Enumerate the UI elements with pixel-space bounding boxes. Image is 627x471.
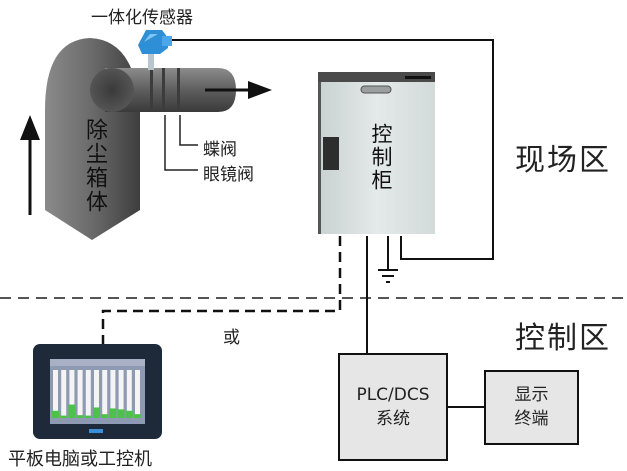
valve-leaders (164, 115, 198, 171)
tablet-bar-bg (94, 370, 99, 418)
outlet-pipe (90, 68, 236, 112)
sensor-signal-wire (172, 39, 494, 260)
cabinet-handle (323, 137, 339, 170)
tablet-bar-level (52, 410, 59, 418)
tablet-screen-bars (52, 370, 141, 418)
dust-box-label: 除尘箱体 (82, 118, 107, 214)
tablet-bar-level (84, 415, 92, 418)
tablet-bar-level (68, 404, 76, 418)
tablet-bar-level (76, 415, 84, 418)
tablet-bar-bg (102, 370, 108, 418)
tablet-dashed-link (101, 236, 342, 345)
butterfly-valve-label: 蝶阀 (203, 140, 237, 160)
tablet-bar-bg (53, 370, 58, 418)
display-terminal-label: 显示 终端 (485, 383, 578, 431)
spectacle-valve-ring (150, 68, 153, 112)
ground-icon (378, 236, 398, 283)
tablet-bar-level (101, 414, 109, 418)
dust-collector (45, 38, 236, 240)
cabinet-label: 控制柜 (369, 123, 393, 192)
tablet-bar-bg (85, 370, 91, 418)
display-terminal-box (484, 370, 579, 445)
plc-dcs-label: PLC/DCS 系统 (339, 383, 447, 431)
tablet-bar-bg (110, 370, 116, 418)
valve-ring (177, 68, 180, 112)
tablet-bar-level (134, 414, 141, 418)
tablet-bar-bg (69, 370, 75, 418)
tablet-bar-level (125, 410, 133, 418)
plc-line-2: 系统 (376, 409, 410, 429)
tablet-bar-bg (126, 370, 132, 418)
display-line-2: 终端 (514, 409, 549, 429)
tablet-label: 平板电脑或工控机 (8, 449, 152, 470)
spectacle-valve-label: 眼镜阀 (203, 165, 254, 185)
plc-line-1: PLC/DCS (356, 385, 430, 405)
tablet-device (33, 344, 162, 439)
control-zone-label: 控制区 (515, 321, 611, 356)
tablet-logo (89, 429, 103, 433)
tablet-bar-bg (135, 370, 140, 418)
control-cabinet (318, 72, 435, 234)
tablet-bar-level (117, 409, 125, 418)
or-label: 或 (223, 328, 240, 348)
tablet-bar-level (93, 407, 100, 418)
sensor-label: 一体化传感器 (91, 8, 193, 28)
tablet-bar-bg (61, 370, 67, 418)
butterfly-valve-ring (162, 68, 165, 112)
integrated-sensor-icon (138, 30, 172, 70)
tablet-bar-bg (118, 370, 124, 418)
tablet-bar-level (60, 415, 68, 418)
display-line-1: 显示 (514, 385, 549, 405)
field-zone-label: 现场区 (515, 143, 611, 178)
tablet-bar-level (109, 408, 117, 418)
plc-dcs-box (338, 353, 448, 461)
inflow-arrow-icon (20, 115, 40, 215)
outflow-arrow-icon (205, 81, 272, 99)
tablet-bar-bg (77, 370, 83, 418)
